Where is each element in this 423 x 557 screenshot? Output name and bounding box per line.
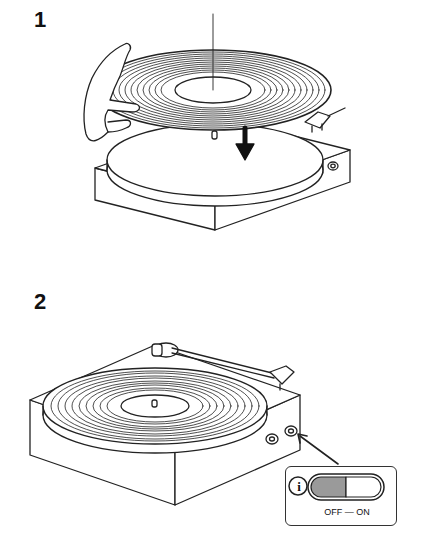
step-number: 2 xyxy=(34,290,46,314)
step-number: 1 xyxy=(34,8,46,32)
step1-turntable xyxy=(84,14,350,230)
switch-label: OFF — ON xyxy=(307,504,387,520)
callout-inset: iOFF — ON xyxy=(285,466,397,526)
info-icon-letter: i xyxy=(290,479,308,495)
step2-turntable xyxy=(30,343,300,505)
